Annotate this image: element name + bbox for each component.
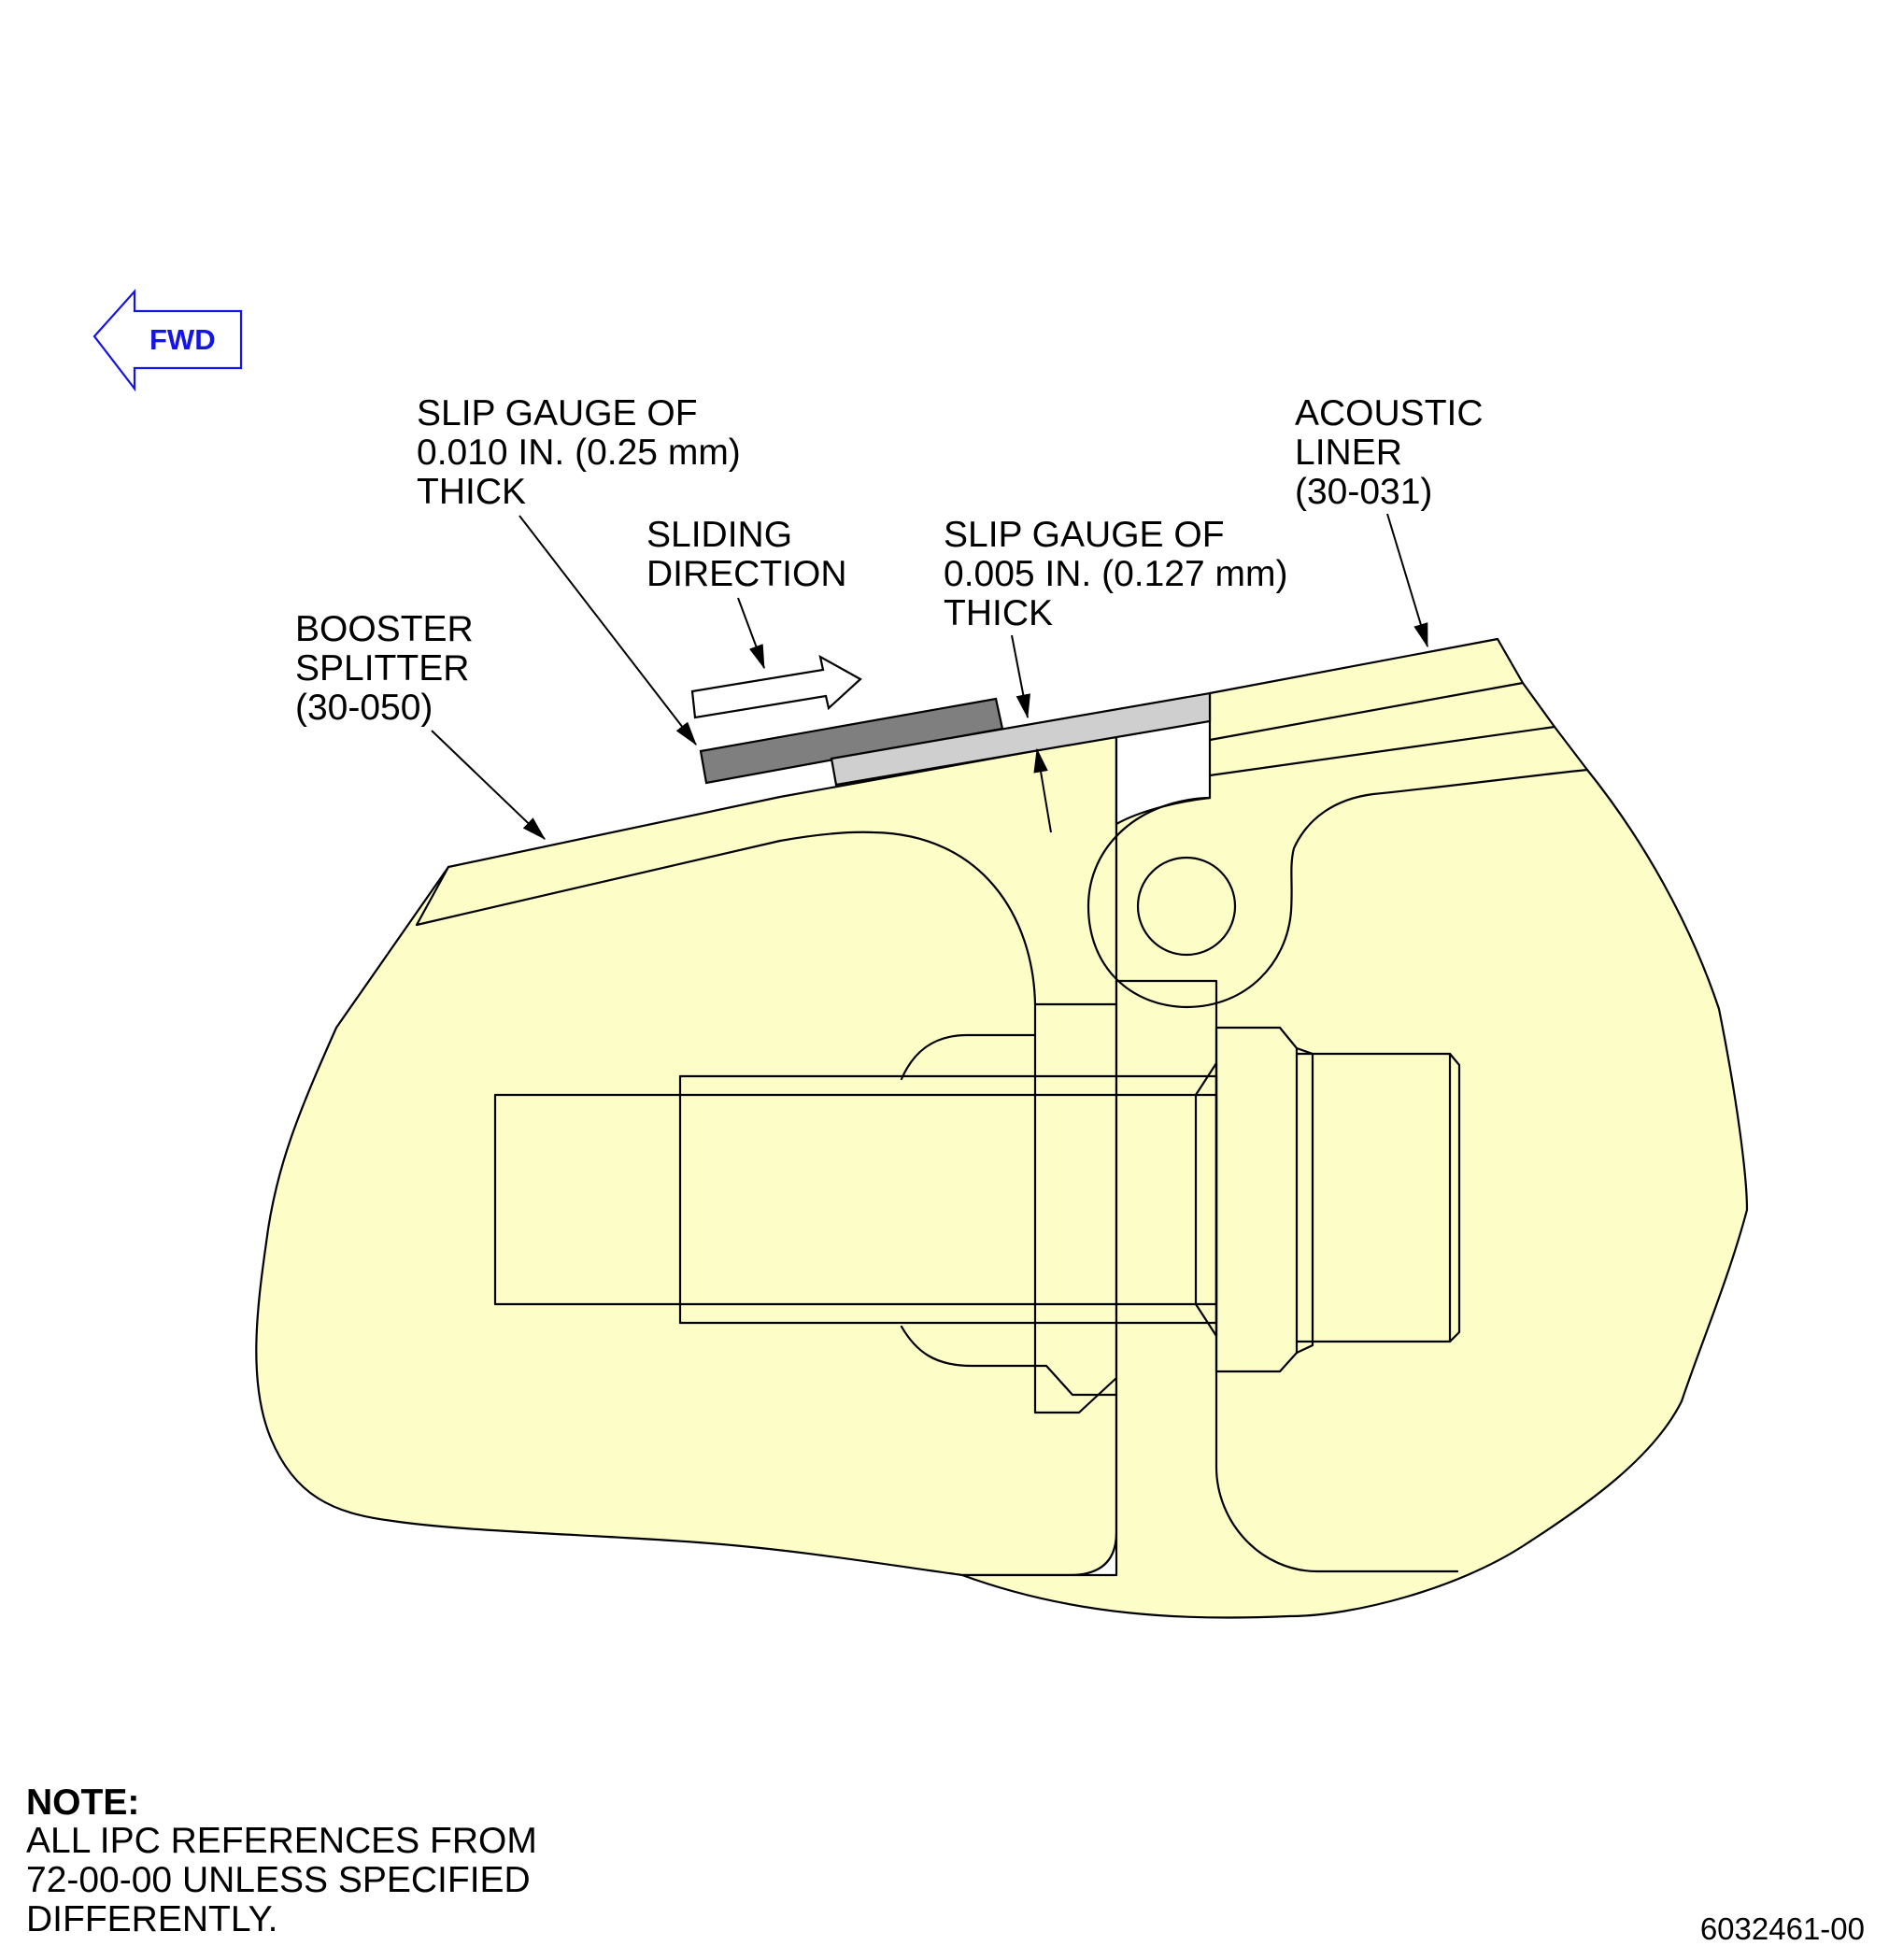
callout-sliding-direction: SLIDING DIRECTION [646,515,847,594]
bolt-tail [1295,1052,1461,1343]
acoustic-liner-part [960,637,1749,1619]
splitter-hook-outline [778,831,1118,1414]
fastener-head-upper [900,1033,1037,1081]
fastener-assembly [493,1026,1461,1397]
leader-slip-gauge-0005-below [1033,747,1052,833]
figure-number: 6032461-00 [1700,1911,1865,1946]
splitter-chamfer-line [415,839,782,927]
fastener-head-lower [900,1325,1118,1397]
pin-hole [1136,856,1237,957]
liner-eye-outline [1087,768,1589,1009]
note-body: ALL IPC REFERENCES FROM 72-00-00 UNLESS … [26,1821,547,1939]
leader-slip-gauge-0005 [1011,634,1030,719]
leader-acoustic-liner [1386,513,1428,648]
callout-slip-gauge-0005: SLIP GAUGE OF 0.005 IN. (0.127 mm) THICK [944,515,1298,633]
leader-slip-gauge-0010 [518,515,697,746]
booster-splitter-part [255,734,1118,1577]
leader-booster-splitter [431,730,546,840]
sliding-direction-arrow-icon [690,654,862,719]
slip-gauge-0005 [830,691,1212,787]
liner-face-line-2 [1208,725,1556,777]
fwd-label: FWD [149,323,216,356]
callout-slip-gauge-0010: SLIP GAUGE OF 0.010 IN. (0.25 mm) THICK [417,393,751,512]
callout-booster-splitter: BOOSTER SPLITTER (30-050) [295,609,484,728]
liner-inner-step [1115,979,1459,1573]
liner-face-line-1 [1208,681,1525,742]
callout-acoustic-liner: ACOUSTIC LINER (30-031) [1295,393,1493,512]
note-title: NOTE: [26,1782,139,1823]
nut-collar [1295,1046,1314,1355]
fwd-arrow-icon: FWD [92,289,243,392]
leader-sliding-direction [737,597,765,670]
